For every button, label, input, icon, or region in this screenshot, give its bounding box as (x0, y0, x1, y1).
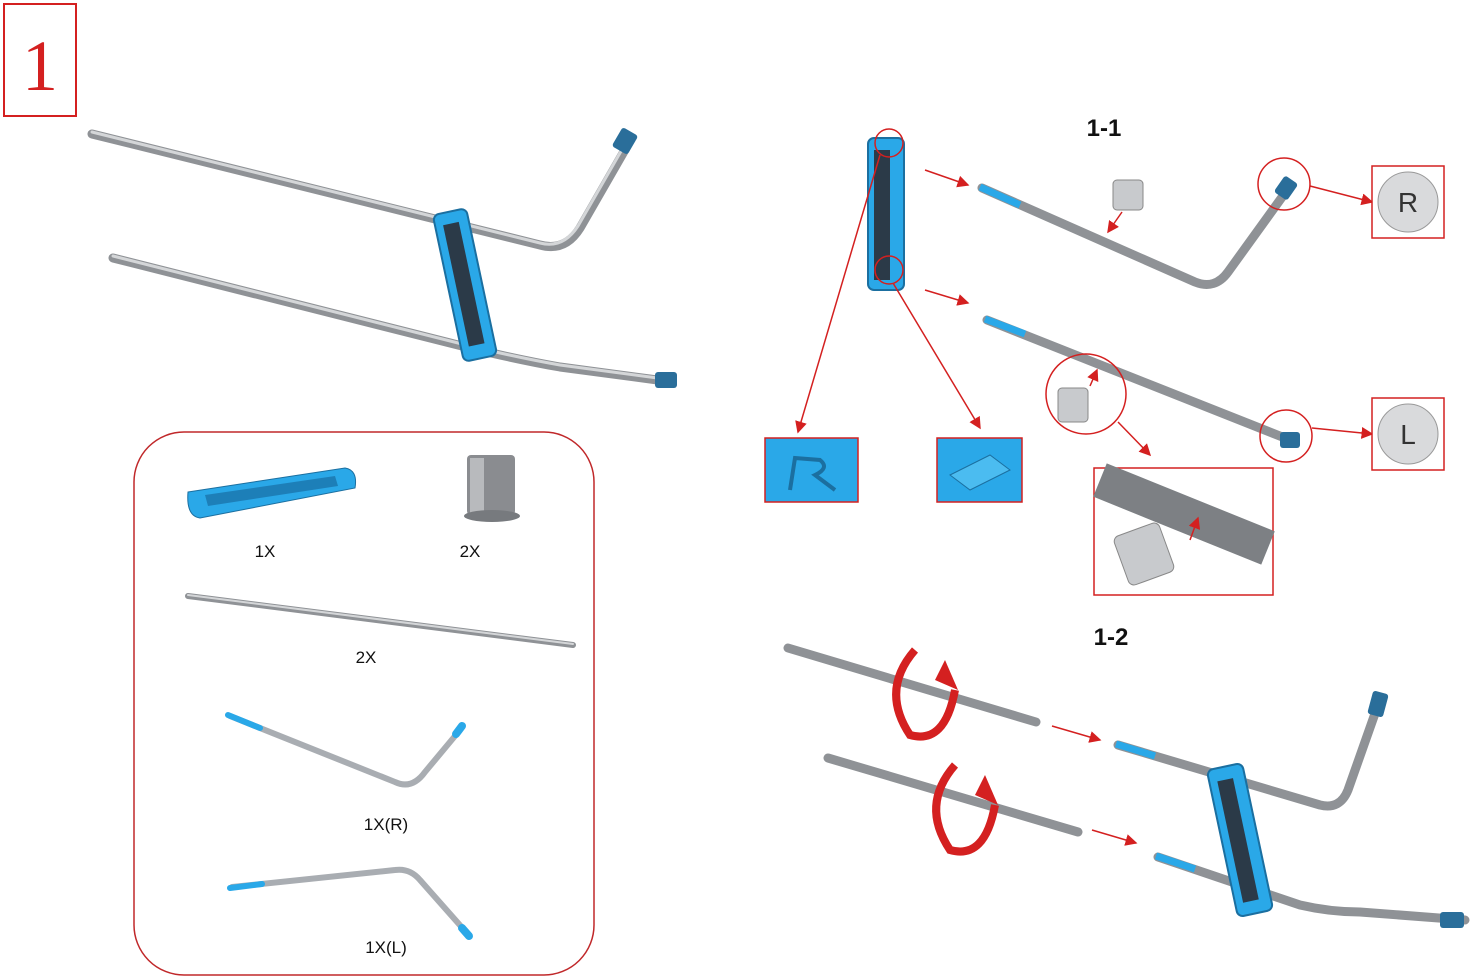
rotate-arrow-icon (932, 762, 999, 856)
substep-1-1-diagram: R L (764, 128, 1445, 596)
substep-1-2-label: 1-2 (1094, 624, 1129, 651)
part-qty-sleeve: 2X (460, 542, 481, 561)
part-qty-left-rod: 1X(L) (365, 938, 407, 957)
parts-list-panel: 1X 2X 2X 1X(R) 1X(L) (133, 431, 595, 976)
substep-1-2-diagram (783, 643, 1470, 928)
step-number: 1 (22, 26, 58, 106)
part-bracket (187, 467, 356, 519)
right-marker: R (1398, 187, 1418, 218)
rotate-arrow-icon (892, 647, 959, 741)
main-assembly (87, 128, 677, 388)
step-number-box: 1 (3, 3, 77, 117)
part-qty-bracket: 1X (255, 542, 276, 561)
part-qty-straight-tube: 2X (356, 648, 377, 667)
left-marker: L (1400, 419, 1416, 450)
part-straight-tube (185, 593, 576, 648)
part-right-rod (225, 712, 466, 788)
substep-1-1-label: 1-1 (1087, 115, 1122, 142)
part-qty-right-rod: 1X(R) (364, 815, 408, 834)
part-left-rod (227, 866, 473, 940)
part-sleeve (464, 455, 520, 522)
